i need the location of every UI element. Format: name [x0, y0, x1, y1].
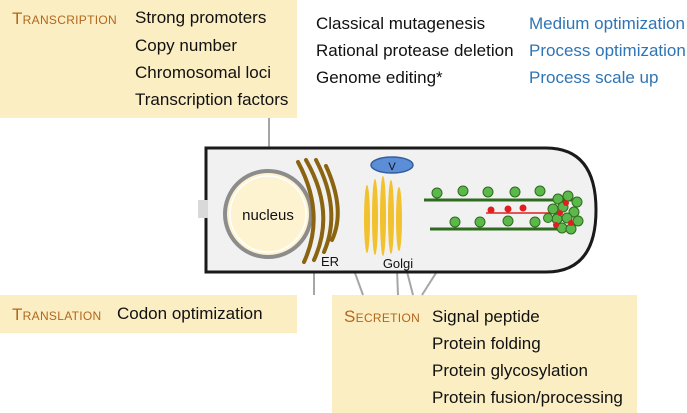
red-particles	[487, 204, 527, 214]
connector-lines	[268, 118, 458, 296]
cell-body	[204, 146, 598, 274]
secretion-title: Secretion	[344, 307, 421, 326]
strategy-left: Genome editing*	[316, 68, 443, 87]
microtubules	[424, 198, 572, 231]
secretion-box: Secretion Signal peptide Protein folding…	[332, 295, 637, 413]
strategy-left: Classical mutagenesis	[316, 14, 486, 33]
secretory-vesicles	[431, 185, 546, 228]
connector-secretion-er	[342, 239, 364, 296]
er	[296, 158, 340, 264]
nucleus	[223, 169, 313, 259]
secretion-item: Signal peptide	[432, 307, 540, 326]
golgi-label: Golgi	[383, 256, 413, 271]
transcription-item: Transcription factors	[135, 90, 289, 109]
nucleus-ring	[229, 175, 307, 253]
translation-box: Translation Codon optimization	[0, 295, 297, 333]
spitzenkorper	[543, 190, 584, 235]
secretion-item: Protein folding	[432, 334, 541, 353]
translation-item: Codon optimization	[117, 304, 263, 323]
nucleus-label: nucleus	[242, 207, 294, 224]
strategy-left: Rational protease deletion	[316, 41, 514, 60]
secretion-item: Protein glycosylation	[432, 361, 588, 380]
strategy-right: Process optimization	[529, 41, 686, 60]
connector-secretion-golgi	[395, 243, 399, 296]
transcription-box: Transcription Strong promoters Copy numb…	[0, 0, 297, 118]
strategy-right: Process scale up	[529, 68, 659, 87]
er-label: ER	[321, 254, 339, 269]
transcription-title: Transcription	[12, 9, 117, 28]
golgi	[364, 176, 402, 256]
translation-title: Translation	[12, 305, 102, 324]
connector-secretion-vesicle	[383, 181, 414, 296]
connector-secretion-transport	[421, 239, 458, 296]
cell-septum	[198, 200, 208, 218]
vesicle-label: V	[388, 161, 396, 173]
secretion-item: Protein fusion/processing	[432, 388, 623, 407]
transcription-item: Chromosomal loci	[135, 63, 272, 82]
vesicle	[370, 156, 414, 174]
strategy-right: Medium optimization	[529, 14, 685, 33]
transcription-item: Copy number	[135, 36, 238, 55]
transcription-item: Strong promoters	[135, 8, 267, 27]
